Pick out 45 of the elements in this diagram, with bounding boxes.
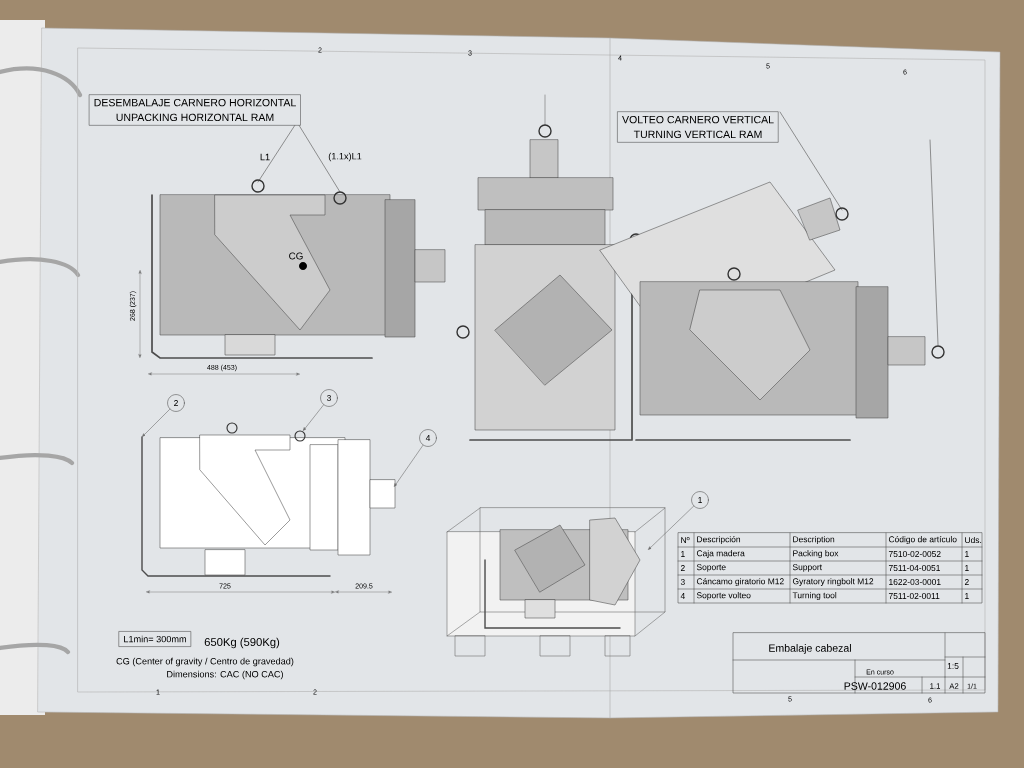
table-cell: 2 (964, 579, 969, 585)
callout-number: 4 (419, 429, 437, 447)
table-cell: 4 (680, 593, 685, 599)
note-text: Dimensions: CAC (NO CAC) (167, 670, 283, 680)
leader-line (303, 404, 324, 431)
table-cell: Soporte (696, 564, 726, 572)
leader-line (394, 444, 424, 487)
table-cell: Caja madera (696, 550, 745, 558)
table-cell: 1 (965, 551, 969, 557)
table-cell: 1 (681, 551, 685, 557)
table-cell: 2 (680, 565, 685, 571)
callout-number: 3 (320, 389, 338, 407)
table-cell: Uds. (965, 536, 982, 544)
callout-number: 2 (167, 394, 185, 412)
table-cell: Nº (681, 537, 690, 543)
title-block-text: PSW-012906 (844, 682, 906, 690)
title-block-text: Embalaje cabezal (769, 644, 851, 654)
leader-line (648, 505, 694, 550)
table-cell: Soporte volteo (696, 592, 751, 600)
table-cell: 1622-03-0001 (889, 579, 941, 585)
title-block-text: 1:5 (947, 663, 959, 669)
sling-label: (1.1x)L1 (328, 152, 362, 162)
table-cell: Description (793, 536, 835, 544)
title-box: VOLTEO CARNERO VERTICAL TURNING VERTICAL RAM (617, 111, 779, 143)
table-cell: Packing box (793, 550, 839, 558)
table-cell: 7511-04-0051 (888, 565, 940, 571)
sling-label: L1 (260, 153, 270, 161)
table-cell: 1 (965, 565, 969, 571)
table-cell: Support (792, 564, 822, 572)
table-cell: 7511-02-0011 (888, 593, 940, 599)
center-of-gravity-label: CG (289, 252, 303, 260)
table-cell: 3 (680, 579, 685, 585)
table-cell: Turning tool (792, 592, 837, 600)
leader-line (142, 408, 171, 437)
title-box: DESEMBALAJE CARNERO HORIZONTAL UNPACKING HORIZONTAL RAM (89, 94, 301, 126)
callout-number: 1 (691, 491, 709, 509)
table-cell: 1 (965, 593, 969, 599)
table-cell: Descripción (697, 536, 740, 544)
table-cell: Cáncamo giratorio M12 (696, 578, 784, 586)
note-text: CG (Center of gravity / Centro de gravedad) (116, 657, 294, 667)
note-box: L1min= 300mm (118, 631, 192, 647)
weight-text: 650Kg (590Kg) (204, 637, 280, 649)
table-cell: 7510-02-0052 (888, 551, 941, 557)
table-cell: Gyratory ringbolt M12 (792, 578, 874, 586)
table-cell: Código de artículo (888, 536, 957, 544)
